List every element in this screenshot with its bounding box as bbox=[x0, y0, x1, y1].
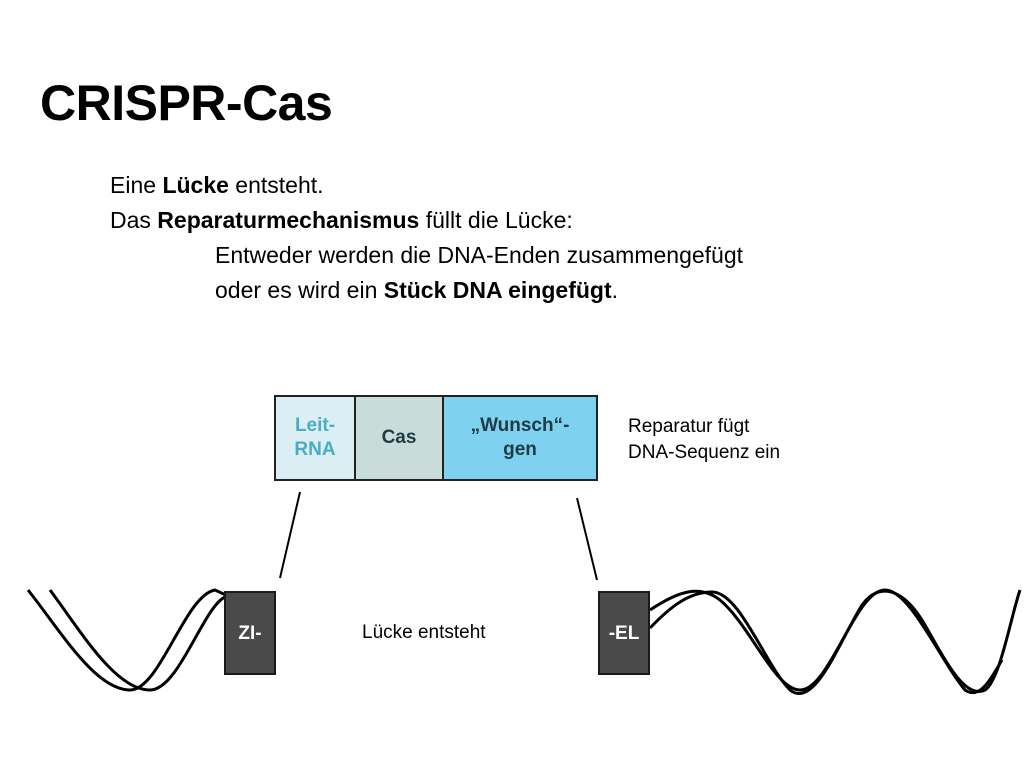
guide-rna-label: Leit- RNA bbox=[294, 414, 335, 462]
guide-rna-label-line-1: Leit- bbox=[294, 415, 336, 436]
wish-gene-label: „Wunsch“- gen bbox=[471, 414, 570, 462]
repair-label-line-1: Reparatur fügt bbox=[628, 416, 750, 437]
dna-end-right-label: -EL bbox=[608, 623, 640, 644]
text-line-4: oder es wird ein Stück DNA eingefügt. bbox=[215, 273, 618, 308]
text-line-3: Entweder werden die DNA-Enden zusammenge… bbox=[215, 242, 744, 268]
cas-segment: Cas bbox=[356, 397, 444, 479]
dna-end-left: ZI- bbox=[224, 591, 276, 675]
dna-right-strand-2 bbox=[648, 589, 1022, 695]
text-line-1-a: Eine bbox=[110, 172, 163, 198]
text-line-2-a: Das bbox=[110, 207, 158, 233]
text-line-4-c: . bbox=[611, 277, 619, 303]
gap-label: Lücke entsteht bbox=[362, 622, 486, 643]
connector-left bbox=[279, 491, 301, 579]
repair-label-line-2: DNA-Sequenz ein bbox=[628, 442, 781, 463]
wish-gene-label-line-1: „Wunsch“- bbox=[470, 415, 570, 436]
gene-construct: Leit- RNA Cas „Wunsch“- gen bbox=[274, 395, 598, 481]
text-line-2: Das Reparaturmechanismus füllt die Lücke… bbox=[110, 203, 573, 238]
guide-rna-segment: Leit- RNA bbox=[276, 397, 356, 479]
cas-label: Cas bbox=[381, 427, 417, 448]
wish-gene-segment: „Wunsch“- gen bbox=[444, 397, 596, 479]
dna-right-strand-1 bbox=[649, 588, 1004, 694]
text-line-4-bold: Stück DNA eingefügt bbox=[383, 277, 612, 303]
guide-rna-label-line-2: RNA bbox=[294, 439, 336, 460]
dna-end-right: -EL bbox=[598, 591, 650, 675]
text-line-2-bold: Reparaturmechanismus bbox=[157, 207, 420, 233]
text-line-1-bold: Lücke bbox=[162, 172, 229, 198]
repair-label: Reparatur fügt DNA-Sequenz ein bbox=[628, 414, 780, 466]
dna-left-strand-2 bbox=[48, 589, 229, 692]
dna-end-left-label: ZI- bbox=[238, 623, 262, 644]
text-line-1-c: entsteht. bbox=[228, 172, 324, 198]
text-line-4-a: oder es wird ein bbox=[215, 277, 384, 303]
wish-gene-label-line-2: gen bbox=[503, 439, 537, 460]
connector-right bbox=[576, 497, 598, 581]
slide-title: CRISPR-Cas bbox=[40, 75, 333, 131]
text-line-1: Eine Lücke entsteht. bbox=[110, 168, 324, 203]
dna-left-strand-1 bbox=[26, 588, 229, 692]
text-line-2-c: füllt die Lücke: bbox=[419, 207, 573, 233]
